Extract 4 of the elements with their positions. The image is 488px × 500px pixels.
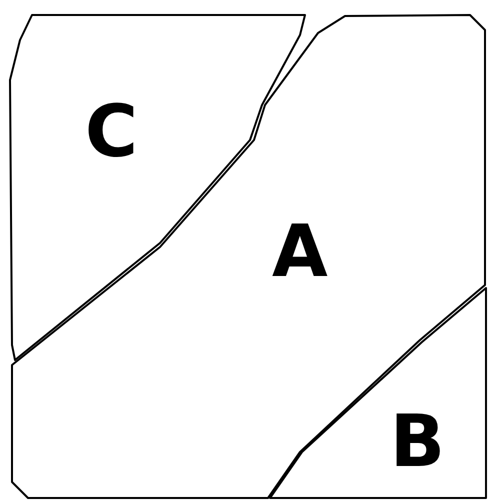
region-letter: A [272, 215, 328, 287]
region-letter: B [390, 405, 445, 477]
region-letter: C [85, 95, 138, 167]
region-shape [8, 13, 488, 500]
